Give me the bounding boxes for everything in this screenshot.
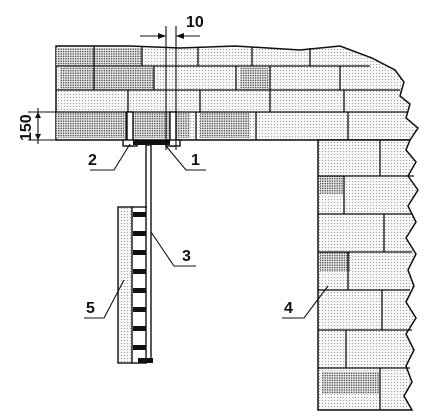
facing-panel xyxy=(117,206,147,364)
callout-label-5: 5 xyxy=(86,300,95,317)
callout-label-3: 3 xyxy=(182,248,191,265)
dimension-gap xyxy=(140,26,200,150)
callout-leader-4 xyxy=(282,285,329,319)
vertical-bracket xyxy=(145,144,152,363)
dimension-gap-label: 10 xyxy=(186,14,204,31)
callout-leader-2 xyxy=(90,143,131,171)
panel-clips xyxy=(133,212,146,350)
callout-label-1: 1 xyxy=(191,152,200,169)
callout-leader-1 xyxy=(165,145,206,171)
bracket-foot xyxy=(138,358,153,363)
upper-masonry xyxy=(55,45,419,141)
dimension-depth-label: 150 xyxy=(18,114,35,141)
callout-leader-5 xyxy=(84,279,125,319)
dimension-depth xyxy=(28,108,58,144)
mounting-plate xyxy=(133,140,170,145)
wall-masonry xyxy=(317,139,419,411)
callout-label-2: 2 xyxy=(88,152,97,169)
callout-leader-3 xyxy=(150,231,196,267)
callout-label-4: 4 xyxy=(284,300,293,317)
